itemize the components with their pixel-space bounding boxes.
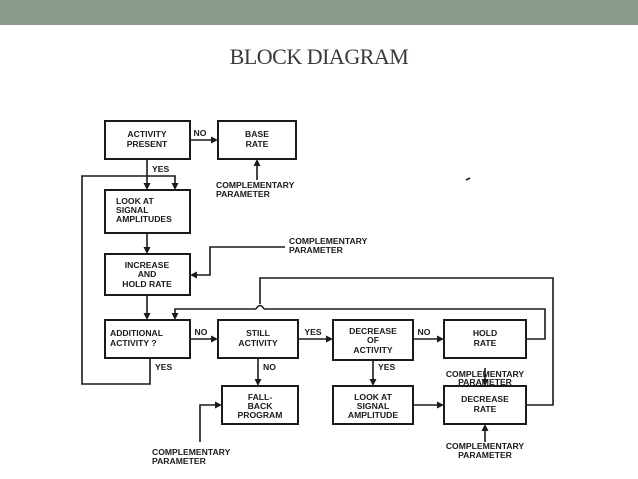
fallback-program-box	[221, 385, 299, 425]
yes-label: YES	[378, 362, 395, 372]
arrowhead	[481, 379, 489, 386]
complementary-parameter-label: COMPLEMENTARY	[446, 369, 525, 379]
complementary-parameter-label: PARAMETER	[458, 450, 513, 460]
no-label: NO	[194, 128, 207, 138]
look-at-signal-amplitudes-box	[104, 189, 191, 234]
box-label: SIGNAL	[116, 205, 148, 215]
box-label: OF	[367, 335, 379, 345]
box-label: ACTIVITY	[238, 338, 277, 348]
box-label: STILL	[246, 328, 270, 338]
arrowhead	[143, 247, 151, 254]
no-label: NO	[195, 327, 208, 337]
no-label: NO	[263, 362, 276, 372]
yes-label: YES	[304, 327, 321, 337]
look-at-signal-amplitude-box	[332, 385, 414, 425]
no-label: NO	[418, 327, 431, 337]
complementary-parameter-label: PARAMETER	[458, 377, 513, 387]
box-label: AMPLITUDES	[116, 214, 172, 224]
box-label: HOLD RATE	[122, 279, 172, 289]
box-label: DECREASE	[349, 326, 397, 336]
yes-label: YES	[155, 362, 172, 372]
arrowhead	[143, 313, 151, 320]
box-label: BASE	[245, 129, 269, 139]
connector	[255, 304, 265, 310]
complementary-parameter-label: PARAMETER	[152, 456, 207, 466]
arrowhead	[326, 335, 333, 343]
box-label: AND	[138, 269, 157, 279]
complementary-parameter-label: PARAMETER	[289, 245, 344, 255]
arrowhead	[215, 401, 222, 409]
complementary-parameter-label: COMPLEMENTARY	[446, 441, 525, 451]
box-label: FALL-	[248, 392, 272, 402]
box-label: PRESENT	[127, 139, 168, 149]
still-activity-box	[217, 319, 299, 359]
box-label: RATE	[474, 404, 497, 414]
complementary-parameter-label: PARAMETER	[216, 189, 271, 199]
complementary-parameter-label: COMPLEMENTARY	[152, 447, 231, 457]
box-label: ACTIVITY ?	[110, 338, 157, 348]
box-label: ACTIVITY	[353, 345, 392, 355]
arrowhead	[171, 313, 179, 320]
box-label: LOOK AT	[116, 196, 154, 206]
arrowhead	[143, 183, 151, 190]
arrowhead	[437, 401, 444, 409]
arrowhead	[254, 379, 262, 386]
box-label: RATE	[246, 139, 269, 149]
arrowhead	[369, 379, 377, 386]
connector	[81, 175, 176, 385]
box-label: ACTIVITY	[127, 129, 166, 139]
box-label: AMPLITUDE	[348, 410, 398, 420]
complementary-parameter-label: COMPLEMENTARY	[289, 236, 368, 246]
connector	[259, 277, 554, 406]
box-label: SIGNAL	[357, 401, 389, 411]
connector	[199, 404, 217, 442]
box-label: BACK	[248, 401, 274, 411]
top-band	[0, 0, 638, 25]
stray-mark	[465, 177, 471, 181]
arrowhead	[253, 159, 261, 166]
connector	[195, 246, 285, 276]
box-label: PROGRAM	[238, 410, 283, 420]
slide-title: BLOCK DIAGRAM	[229, 44, 409, 69]
yes-label: YES	[152, 164, 169, 174]
hold-rate-box	[443, 319, 527, 359]
box-label: ADDITIONAL	[110, 328, 163, 338]
arrowhead	[190, 271, 197, 279]
decrease-of-activity-box	[332, 319, 414, 361]
box-label: HOLD	[473, 328, 497, 338]
arrowhead	[481, 424, 489, 431]
arrowhead	[211, 136, 218, 144]
connector	[174, 308, 256, 315]
complementary-parameter-label: COMPLEMENTARY	[216, 180, 295, 190]
box-label: DECREASE	[461, 394, 509, 404]
arrowhead	[171, 183, 179, 190]
additional-activity-box	[104, 319, 191, 359]
box-label: RATE	[474, 338, 497, 348]
box-label: INCREASE	[125, 260, 170, 270]
connector	[264, 308, 546, 340]
box-label: LOOK AT	[354, 392, 392, 402]
arrowhead	[437, 335, 444, 343]
arrowhead	[211, 335, 218, 343]
